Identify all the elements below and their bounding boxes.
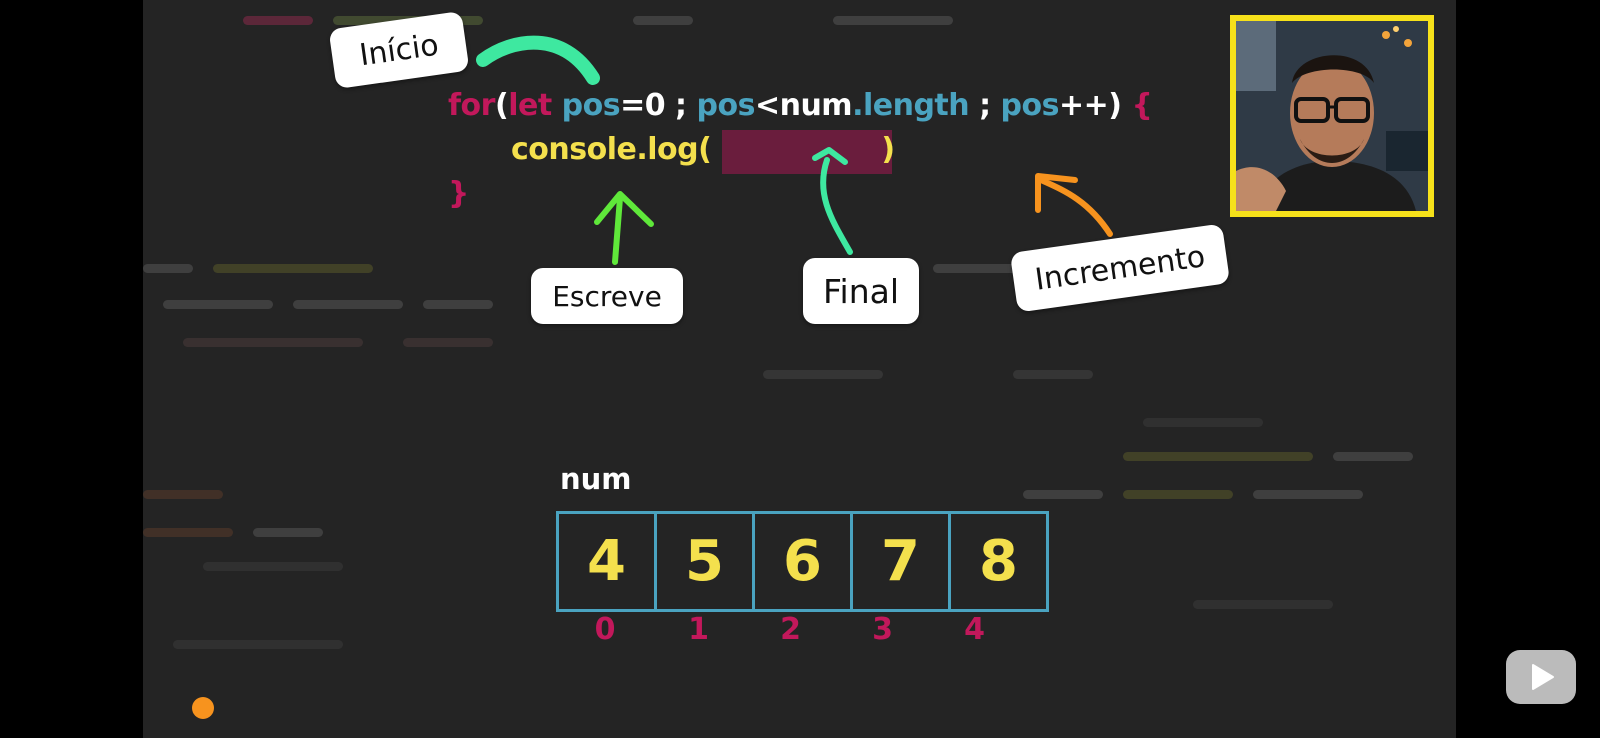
code-var-pos: pos xyxy=(561,88,621,123)
code-var-num: num xyxy=(779,88,853,123)
array-index: 1 xyxy=(688,612,709,647)
code-semicolon: ; xyxy=(979,88,991,123)
array-cell: 5 xyxy=(654,511,755,612)
code-increment: ++) xyxy=(1059,88,1122,123)
escreve-arrowhead-icon xyxy=(594,191,654,227)
code-close-paren: ) xyxy=(881,132,895,167)
escreve-arrow-icon xyxy=(612,195,623,265)
code-line-console: console.log() xyxy=(511,132,895,167)
code-less-than: < xyxy=(754,88,780,123)
code-keyword-let: let xyxy=(508,88,552,123)
orange-dot-icon xyxy=(192,697,214,719)
array-cells: 4 5 6 7 8 xyxy=(556,511,1049,612)
array-cell: 7 xyxy=(850,511,951,612)
incremento-arrow-icon xyxy=(1038,177,1113,237)
array-index: 4 xyxy=(964,612,985,647)
array-indices: 0 1 2 3 4 xyxy=(556,612,1022,647)
code-line-close: } xyxy=(448,176,469,211)
play-button[interactable] xyxy=(1506,650,1576,704)
code-init: =0 xyxy=(620,88,666,123)
array-cell: 8 xyxy=(948,511,1049,612)
hidden-argument-highlight xyxy=(722,130,892,174)
code-line-for: for(let pos=0 ; pos<num.length ; pos++) … xyxy=(448,88,1153,123)
play-icon xyxy=(1532,664,1554,690)
final-arrowhead-icon xyxy=(812,147,848,165)
array-index: 0 xyxy=(594,612,616,647)
code-length: .length xyxy=(852,88,970,123)
code-close-brace: } xyxy=(448,176,469,211)
array-cell: 4 xyxy=(556,511,657,612)
code-var-pos: pos xyxy=(1000,88,1060,123)
code-keyword-for: for xyxy=(448,88,495,123)
final-arrow-icon xyxy=(820,157,853,255)
array-cell: 6 xyxy=(752,511,853,612)
code-paren: ( xyxy=(494,88,509,123)
array-name: num xyxy=(560,462,632,496)
code-console-log: console.log( xyxy=(511,132,712,167)
array-index: 3 xyxy=(872,612,893,647)
annotation-arrows xyxy=(476,35,1113,265)
incremento-arrowhead-icon xyxy=(1035,173,1078,213)
code-semicolon: ; xyxy=(675,88,687,123)
inicio-swoosh-icon xyxy=(476,35,600,85)
code-var-pos: pos xyxy=(696,88,756,123)
code-open-brace: { xyxy=(1131,88,1153,123)
presenter-webcam xyxy=(1230,15,1434,217)
video-frame[interactable]: for(let pos=0 ; pos<num.length ; pos++) … xyxy=(143,0,1456,738)
label-escreve: Escreve xyxy=(531,268,683,324)
presenter-avatar xyxy=(1236,21,1428,211)
label-final: Final xyxy=(803,258,919,324)
array-index: 2 xyxy=(780,612,801,647)
